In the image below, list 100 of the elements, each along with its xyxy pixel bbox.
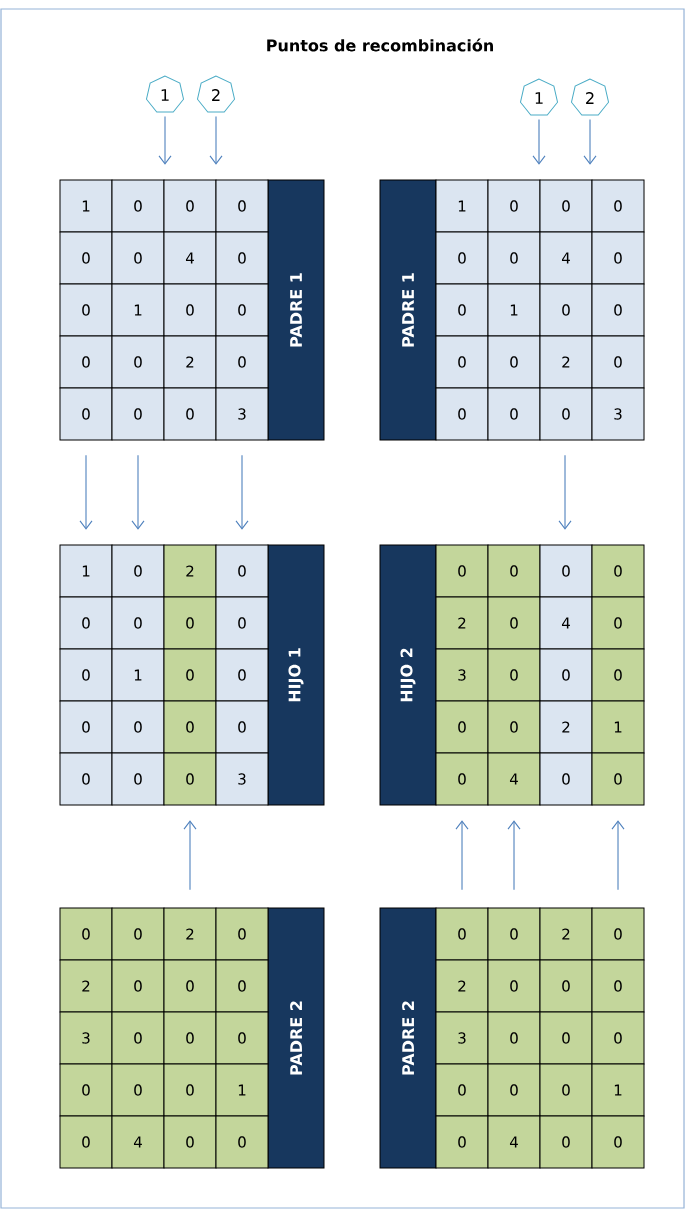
table-cell: 0 — [591, 596, 645, 650]
table-cell: 0 — [487, 231, 541, 285]
table-cell: 1 — [111, 283, 165, 337]
arrow — [611, 820, 625, 891]
table-cell: 0 — [215, 648, 269, 702]
table-cell: 0 — [163, 1063, 217, 1117]
title: Puntos de recombinación — [267, 38, 493, 52]
table-cell: 1 — [59, 179, 113, 233]
arrow — [183, 820, 197, 891]
table-cell: 0 — [215, 700, 269, 754]
table-cell: 0 — [215, 231, 269, 285]
arrow — [583, 119, 597, 165]
table-cell: 0 — [111, 959, 165, 1013]
table-cell: 0 — [163, 959, 217, 1013]
table-cell: 4 — [163, 231, 217, 285]
table-cell: 0 — [539, 1115, 593, 1169]
table-cell: 0 — [591, 1011, 645, 1065]
table-cell: 4 — [487, 1115, 541, 1169]
table-cell: 4 — [487, 752, 541, 806]
table-cell: 0 — [215, 596, 269, 650]
table-cell: 0 — [539, 179, 593, 233]
table-cell: 3 — [435, 1011, 489, 1065]
table-cell: 0 — [111, 231, 165, 285]
table-cell: 0 — [591, 335, 645, 389]
table-cell: 0 — [59, 1115, 113, 1169]
table-cell: 0 — [435, 752, 489, 806]
table-cell: 3 — [59, 1011, 113, 1065]
label-band: HIJO 1 — [267, 544, 325, 806]
table-cell: 0 — [487, 335, 541, 389]
table-cell: 0 — [591, 907, 645, 961]
table-cell: 0 — [111, 700, 165, 754]
table-cell: 0 — [435, 544, 489, 598]
table-cell: 0 — [59, 283, 113, 337]
table-cell: 0 — [215, 1115, 269, 1169]
table-cell: 0 — [215, 179, 269, 233]
table-cell: 1 — [111, 648, 165, 702]
table-cell: 4 — [539, 231, 593, 285]
table-cell: 1 — [435, 179, 489, 233]
heptagon: 1 — [146, 75, 185, 113]
table-cell: 0 — [59, 1063, 113, 1117]
table-cell: 0 — [163, 700, 217, 754]
arrow — [532, 119, 546, 165]
table-cell: 0 — [163, 1011, 217, 1065]
table-cell: 0 — [59, 752, 113, 806]
label-band: PADRE 1 — [267, 179, 325, 441]
label-band: PADRE 2 — [379, 907, 437, 1169]
table-cell: 0 — [591, 1115, 645, 1169]
table-cell: 2 — [539, 335, 593, 389]
table-cell: 0 — [163, 283, 217, 337]
arrow — [507, 820, 521, 891]
table-cell: 3 — [215, 752, 269, 806]
table-cell: 2 — [163, 544, 217, 598]
table-cell: 0 — [215, 907, 269, 961]
table-cell: 0 — [435, 1063, 489, 1117]
table-cell: 0 — [163, 1115, 217, 1169]
table-cell: 2 — [539, 700, 593, 754]
table-cell: 0 — [487, 387, 541, 441]
table-cell: 0 — [59, 387, 113, 441]
arrow — [79, 454, 93, 530]
table-cell: 2 — [435, 959, 489, 1013]
table-cell: 0 — [539, 1011, 593, 1065]
arrow — [235, 454, 249, 530]
table-cell: 0 — [435, 387, 489, 441]
table-cell: 0 — [487, 596, 541, 650]
table-cell: 0 — [215, 283, 269, 337]
table-cell: 0 — [111, 752, 165, 806]
heptagon: 2 — [571, 78, 610, 116]
table-cell: 2 — [163, 335, 217, 389]
table-cell: 0 — [111, 387, 165, 441]
table-cell: 1 — [591, 700, 645, 754]
table-cell: 0 — [163, 648, 217, 702]
table-cell: 0 — [111, 179, 165, 233]
table-cell: 2 — [539, 907, 593, 961]
arrow — [158, 116, 172, 165]
table-cell: 0 — [59, 700, 113, 754]
table-cell: 0 — [59, 335, 113, 389]
table-cell: 0 — [591, 283, 645, 337]
table-cell: 0 — [591, 231, 645, 285]
arrow — [131, 454, 145, 530]
table-cell: 0 — [59, 231, 113, 285]
heptagon: 1 — [520, 78, 559, 116]
table-cell: 0 — [111, 907, 165, 961]
table-cell: 4 — [539, 596, 593, 650]
table-cell: 0 — [539, 648, 593, 702]
table-cell: 0 — [487, 959, 541, 1013]
table-cell: 0 — [487, 700, 541, 754]
label-band: HIJO 2 — [379, 544, 437, 806]
table-cell: 2 — [435, 596, 489, 650]
table-cell: 0 — [215, 1011, 269, 1065]
table-cell: 0 — [539, 387, 593, 441]
table-cell: 3 — [591, 387, 645, 441]
table-cell: 0 — [111, 335, 165, 389]
table-cell: 0 — [163, 596, 217, 650]
heptagon: 2 — [197, 75, 235, 113]
table-cell: 1 — [215, 1063, 269, 1117]
table-cell: 0 — [59, 907, 113, 961]
table-cell: 0 — [487, 648, 541, 702]
table-cell: 0 — [215, 335, 269, 389]
table-cell: 1 — [591, 1063, 645, 1117]
table-cell: 2 — [163, 907, 217, 961]
